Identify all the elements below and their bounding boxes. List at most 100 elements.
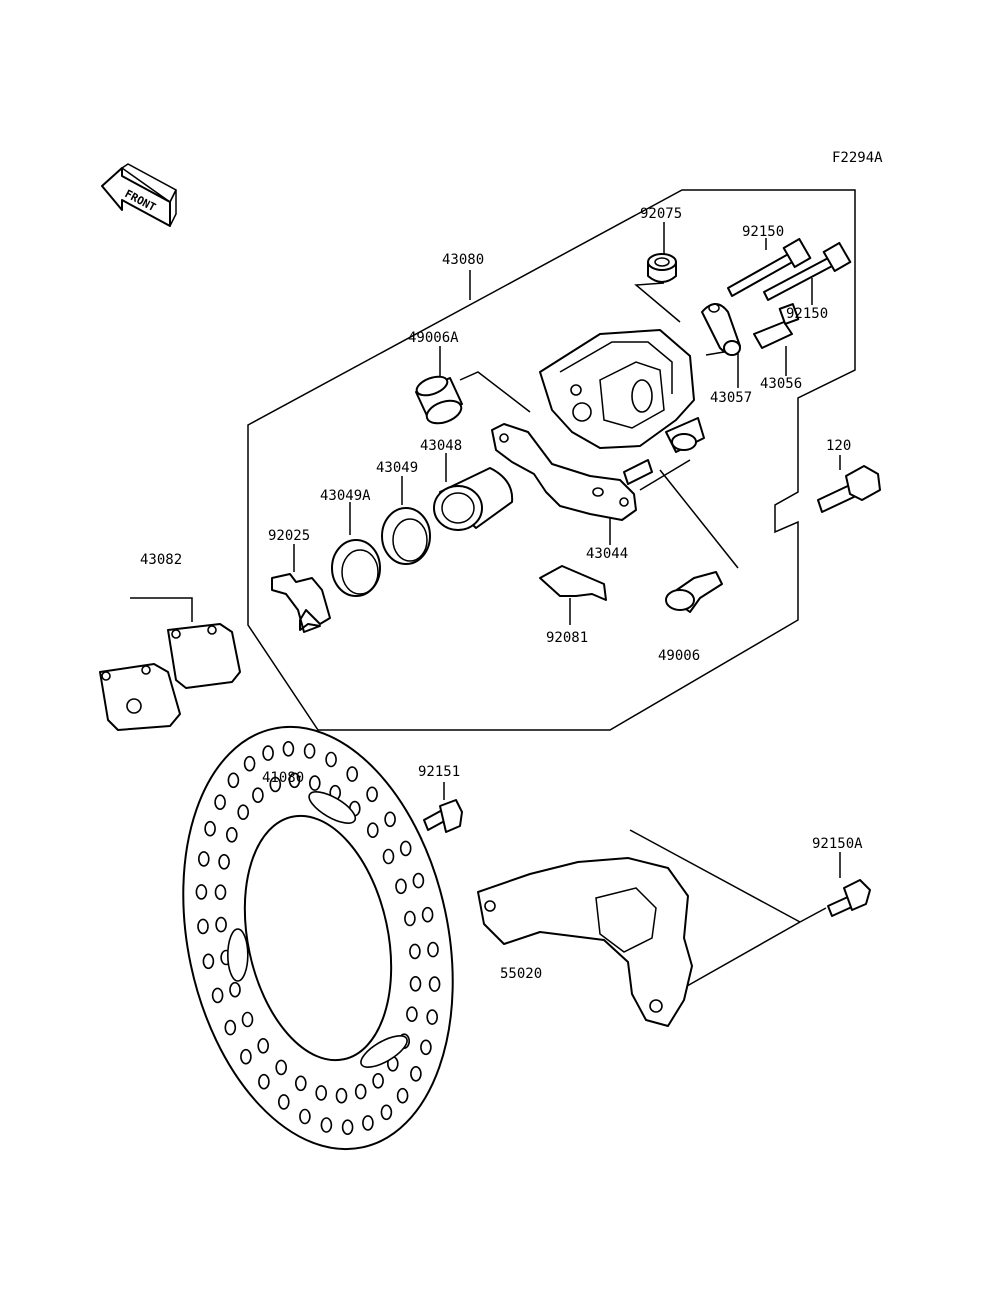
disc-hole [354,1083,367,1100]
disc-hole [299,1108,311,1125]
disc-hole [269,776,282,793]
disc-hole [257,1038,270,1054]
boot-92075 [647,253,677,283]
disc-hole [241,1011,254,1028]
disc-hole [308,775,321,791]
label-43056: 43056 [760,376,802,392]
label-43048: 43048 [420,438,462,454]
disc-hole [325,751,337,768]
disc-hole [288,772,301,789]
disc-hole [420,1039,432,1056]
label-43049A: 43049A [320,488,371,504]
disc-hole [366,786,378,803]
disc-hole [382,848,395,865]
label-41080: 41080 [262,770,304,786]
disc-slot [227,928,249,982]
disc-hole [202,953,215,970]
disc-hole [195,884,208,900]
disc-hole [229,981,241,998]
disc-hole [211,987,224,1004]
label-92150-upper: 92150 [742,224,784,240]
disc-hole [204,820,216,837]
disc-slot [308,791,357,824]
bracket-43044 [491,423,653,521]
disc-hole [197,918,209,935]
bolt-92151 [423,799,463,833]
label-55020: 55020 [500,966,542,982]
seal-43049 [381,507,431,565]
disc-hole [227,772,240,789]
disc-hole [406,1006,418,1023]
disc-hole [399,840,412,857]
disc-hole [404,910,416,927]
disc-hole [252,787,264,804]
label-43082: 43082 [140,552,182,568]
disc-hole [237,804,249,821]
disc-hole [243,755,256,772]
disc-hole [275,1059,288,1076]
disc-hole [294,1075,307,1092]
caliper-holder-55020 [477,857,693,1027]
disc-hole [396,1087,409,1104]
disc-hole [409,975,422,992]
disc-hole [384,811,396,828]
disc-hole [409,943,421,960]
disc-hole [320,1117,333,1133]
disc-hole [380,1104,393,1121]
bolt-92150A [827,879,871,917]
label-120: 120 [826,438,851,454]
disc-hole [198,851,210,867]
disc-hole [215,916,227,933]
boot-49006A [415,375,463,425]
caliper-body [539,329,705,453]
front-arrow-icon: FRONT [101,163,177,227]
disc-hole [226,826,238,843]
bolt-120 [817,465,881,513]
disc-hole [315,1085,328,1101]
label-92081: 92081 [546,630,588,646]
disc-hole [218,853,230,870]
brake-pads-43082 [99,623,241,731]
label-92150A: 92150A [812,836,863,852]
label-92075: 92075 [640,206,682,222]
disc-hole [427,941,439,958]
brake-disc-41080 [182,725,454,1151]
label-49006A: 49006A [408,330,459,346]
disc-hole [303,743,316,759]
disc-hole [395,878,407,895]
disc-hole [428,976,441,992]
part-labels: 43080 92075 92150 92150 49006A 43057 430… [140,206,863,982]
disc-hole [412,872,425,889]
disc-hole [224,1019,237,1036]
spring-92025 [271,573,331,633]
label-92025: 92025 [268,528,310,544]
label-49006: 49006 [658,648,700,664]
disc-hole [282,740,295,757]
disc-slot [360,1035,408,1068]
disc-hole [421,906,434,923]
pin-92150-lower [763,241,852,301]
disc-hole [410,1066,422,1082]
disc-hole [277,1094,290,1110]
pin-92150-upper [727,237,812,297]
disc-hole [214,794,226,811]
washer-43057 [701,303,741,356]
piston-43048 [433,467,514,531]
disc-hole [262,745,274,761]
disc-hole [341,1119,354,1135]
boot-49006 [665,571,723,613]
label-43080: 43080 [442,252,484,268]
disc-hole [426,1009,439,1025]
label-92150-lower: 92150 [786,306,828,322]
figure-code: F2294A [832,150,883,166]
bleeder-43056 [753,303,800,349]
label-43049: 43049 [376,460,418,476]
disc-hole [346,766,359,782]
label-92151: 92151 [418,764,460,780]
disc-hole [372,1073,384,1089]
seal-43049A [331,539,381,597]
label-43044: 43044 [586,546,628,562]
disc-hole [214,884,227,901]
caliper-assembly-frame [247,189,856,731]
